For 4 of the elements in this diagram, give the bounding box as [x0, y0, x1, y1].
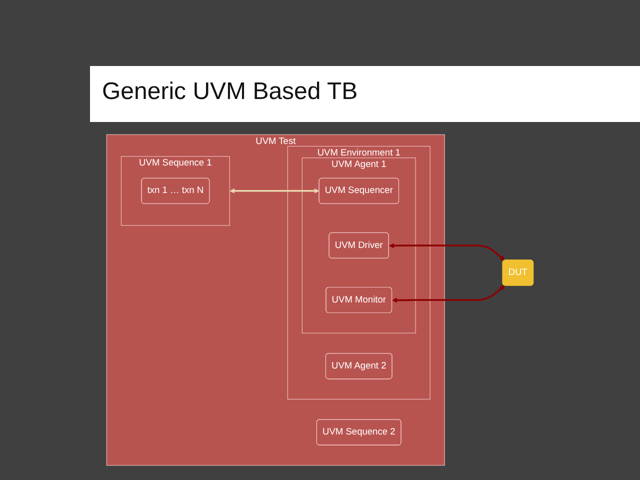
arrow — [230, 188, 320, 194]
arrow — [392, 285, 505, 303]
arrow — [388, 243, 505, 261]
title: Generic UVM Based TB — [102, 78, 358, 106]
